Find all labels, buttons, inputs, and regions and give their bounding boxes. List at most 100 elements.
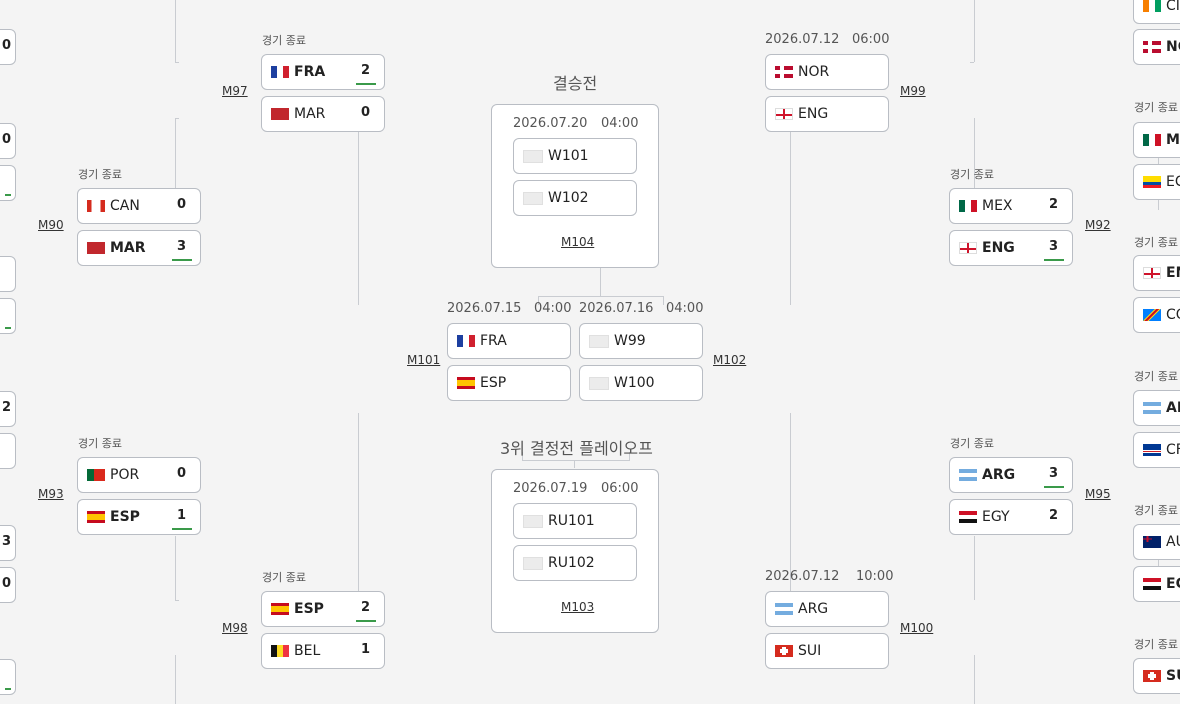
match-status: 경기 종료: [1134, 638, 1178, 651]
team-slot[interactable]: RU102: [513, 545, 637, 581]
team-row[interactable]: W99: [579, 323, 703, 359]
team-name: BEL: [294, 643, 321, 659]
egypt-flag-icon: [959, 511, 977, 523]
edge-card[interactable]: AU: [1133, 524, 1180, 560]
edge-card[interactable]: EC: [1133, 164, 1180, 200]
match-date: 2026.07.19: [513, 481, 588, 496]
team-name: NC: [1166, 39, 1180, 55]
team-row[interactable]: ENG: [765, 96, 889, 132]
edge-card[interactable]: CF: [1133, 432, 1180, 468]
team-row[interactable]: ARG 3: [949, 457, 1073, 493]
placeholder-flag-icon: [589, 334, 609, 348]
team-name: ESP: [110, 509, 140, 525]
bracket-line: [974, 536, 975, 600]
match-time: 04:00: [601, 116, 639, 131]
third-place-panel: 2026.07.19 06:00 RU101 RU102 M103: [491, 469, 659, 633]
edge-card[interactable]: [0, 165, 16, 201]
team-name: EC: [1166, 174, 1180, 190]
score: 0: [1, 576, 11, 591]
edge-card[interactable]: [0, 433, 16, 469]
spain-flag-icon: [457, 377, 475, 389]
norway-flag-icon: [775, 66, 793, 78]
morocco-flag-icon: [271, 108, 289, 120]
edge-card[interactable]: 3: [0, 525, 16, 561]
match-id-link[interactable]: M90: [38, 218, 64, 232]
switzerland-flag-icon: [775, 645, 793, 657]
team-row[interactable]: FRA: [447, 323, 571, 359]
edge-card[interactable]: NC: [1133, 29, 1180, 65]
edge-card[interactable]: [0, 256, 16, 292]
match-time: 04:00: [534, 301, 572, 316]
cape-verde-flag-icon: [1143, 444, 1161, 456]
team-row[interactable]: MAR 3: [77, 230, 201, 266]
bracket-line: [974, 118, 975, 188]
team-score: 2: [1048, 508, 1058, 523]
bracket-line: [175, 536, 176, 600]
team-row[interactable]: POR 0: [77, 457, 201, 493]
team-row[interactable]: MAR 0: [261, 96, 385, 132]
match-id-link[interactable]: M102: [713, 353, 747, 367]
canada-flag-icon: [87, 200, 105, 212]
match-status: 경기 종료: [1134, 370, 1178, 383]
match-id-link[interactable]: M97: [222, 84, 248, 98]
edge-card[interactable]: 2: [0, 391, 16, 427]
bracket-line: [790, 132, 791, 305]
egypt-flag-icon: [1143, 578, 1161, 590]
edge-card[interactable]: CO: [1133, 297, 1180, 333]
edge-card[interactable]: AF: [1133, 390, 1180, 426]
edge-card[interactable]: [0, 659, 16, 695]
match-id-link[interactable]: M93: [38, 487, 64, 501]
team-row[interactable]: MEX 2: [949, 188, 1073, 224]
match-time: 06:00: [601, 481, 639, 496]
team-name: NOR: [798, 64, 830, 80]
team-name: SU: [1166, 668, 1180, 684]
team-name: FRA: [480, 333, 507, 349]
team-row[interactable]: ESP 1: [77, 499, 201, 535]
team-row[interactable]: NOR: [765, 54, 889, 90]
team-score: 2: [360, 600, 370, 615]
team-row[interactable]: ESP 2: [261, 591, 385, 627]
bracket-line: [175, 62, 179, 63]
edge-card[interactable]: 0: [0, 123, 16, 159]
winner-underline: [172, 528, 192, 530]
edge-card[interactable]: EG: [1133, 566, 1180, 602]
match-id-link[interactable]: M99: [900, 84, 926, 98]
edge-card[interactable]: SU: [1133, 658, 1180, 694]
bracket-line: [358, 132, 359, 305]
match-id-link[interactable]: M103: [561, 600, 595, 614]
team-name: AF: [1166, 400, 1180, 416]
belgium-flag-icon: [271, 645, 289, 657]
match-id-link[interactable]: M98: [222, 621, 248, 635]
team-row[interactable]: EGY 2: [949, 499, 1073, 535]
team-name: ESP: [294, 601, 324, 617]
team-row[interactable]: BEL 1: [261, 633, 385, 669]
edge-card[interactable]: M: [1133, 122, 1180, 158]
team-name: CF: [1166, 442, 1180, 458]
match-id-link[interactable]: M95: [1085, 487, 1111, 501]
team-slot[interactable]: W101: [513, 138, 637, 174]
edge-card[interactable]: 0: [0, 567, 16, 603]
team-row[interactable]: SUI: [765, 633, 889, 669]
edge-card[interactable]: CI: [1133, 0, 1180, 24]
bracket-line: [970, 62, 974, 63]
team-row[interactable]: ESP: [447, 365, 571, 401]
slot-name: W102: [548, 190, 589, 206]
edge-card[interactable]: [0, 298, 16, 334]
match-id-link[interactable]: M92: [1085, 218, 1111, 232]
match-id-link[interactable]: M104: [561, 235, 595, 249]
team-row[interactable]: CAN 0: [77, 188, 201, 224]
match-id-link[interactable]: M101: [407, 353, 441, 367]
edge-card[interactable]: EN: [1133, 255, 1180, 291]
team-row[interactable]: W100: [579, 365, 703, 401]
match-status: 경기 종료: [950, 437, 994, 450]
match-id-link[interactable]: M100: [900, 621, 934, 635]
edge-card[interactable]: 0: [0, 29, 16, 65]
team-row[interactable]: ENG 3: [949, 230, 1073, 266]
team-slot[interactable]: W102: [513, 180, 637, 216]
bracket-line: [175, 0, 176, 62]
team-row[interactable]: FRA 2: [261, 54, 385, 90]
team-name: CAN: [110, 198, 140, 214]
match-status: 경기 종료: [78, 168, 122, 181]
team-row[interactable]: ARG: [765, 591, 889, 627]
team-slot[interactable]: RU101: [513, 503, 637, 539]
